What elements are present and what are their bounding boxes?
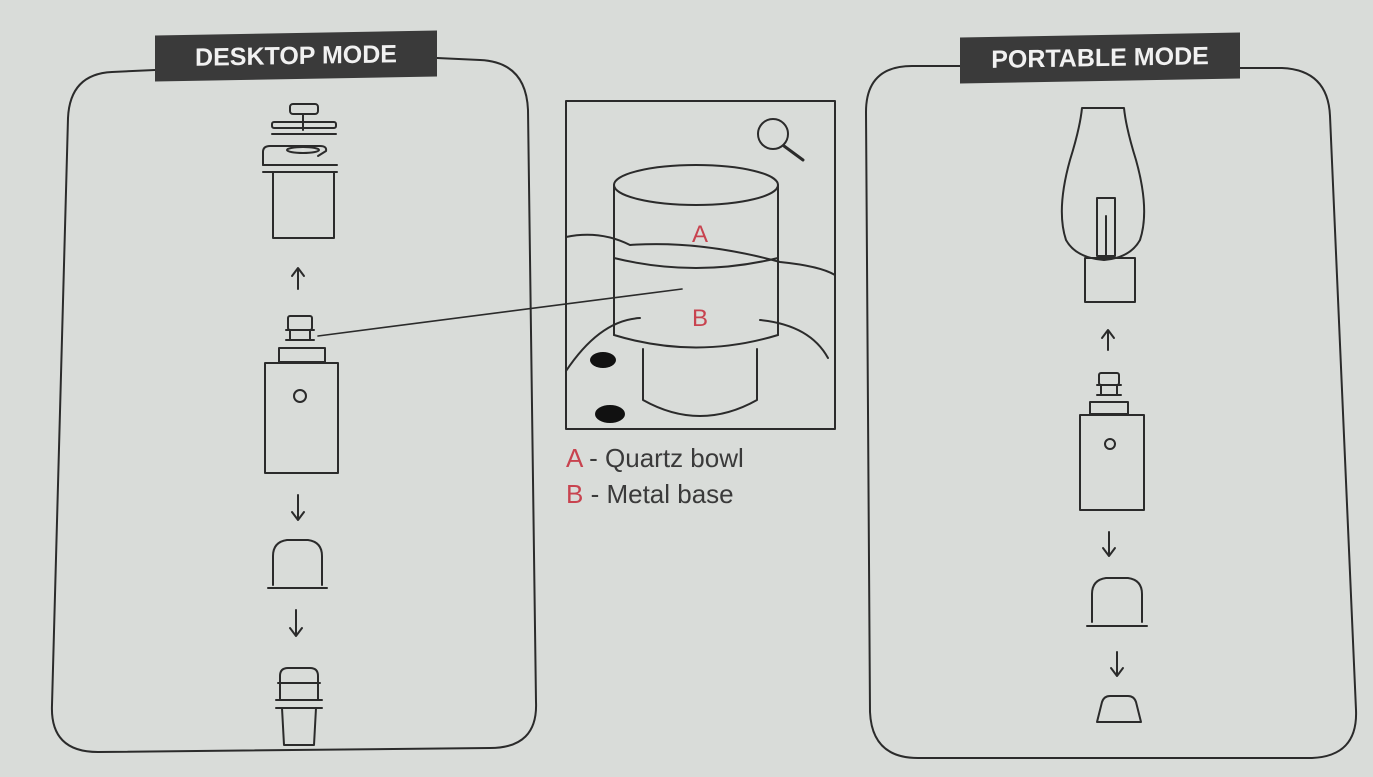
adapter-icon xyxy=(1086,577,1148,627)
zoom-label-b: B xyxy=(692,305,708,332)
background-curve xyxy=(565,317,641,372)
cap-icon xyxy=(1096,695,1142,723)
down-arrow-icon xyxy=(289,609,303,637)
zoom-label-a: A xyxy=(692,221,708,248)
water-bubbler-icon xyxy=(275,667,323,746)
battery-icon xyxy=(1079,372,1145,511)
background-curve xyxy=(759,319,829,359)
down-arrow-icon xyxy=(1102,531,1116,557)
legend-text: - Metal base xyxy=(590,479,734,509)
dark-dot xyxy=(595,405,625,423)
background-curve xyxy=(565,233,836,276)
desktop-mode-frame xyxy=(50,57,538,753)
glass-bubbler-icon xyxy=(1060,107,1146,303)
up-arrow-icon xyxy=(1101,329,1115,351)
legend-text: - Quartz bowl xyxy=(589,443,744,473)
legend-item-metal-base: B - Metal base xyxy=(566,479,734,510)
carb-cap-icon xyxy=(271,103,337,135)
battery-icon xyxy=(264,315,339,474)
down-arrow-icon xyxy=(291,494,305,521)
zoom-detail-frame xyxy=(565,100,836,430)
quartz-bowl-drawing xyxy=(613,164,779,417)
magnifier-icon xyxy=(757,118,805,162)
desktop-mode-title: DESKTOP MODE xyxy=(155,30,437,82)
legend-item-quartz-bowl: A - Quartz bowl xyxy=(566,443,744,474)
bowl-icon xyxy=(262,145,338,239)
legend-key: A xyxy=(566,443,582,473)
down-arrow-icon xyxy=(1110,651,1124,677)
portable-mode-frame xyxy=(865,65,1358,759)
portable-mode-title: PORTABLE MODE xyxy=(960,32,1240,84)
legend-key: B xyxy=(566,479,584,509)
adapter-icon xyxy=(267,539,328,589)
up-arrow-icon xyxy=(291,267,305,290)
dark-dot xyxy=(590,352,616,368)
zoom-pointer-line xyxy=(317,288,683,337)
